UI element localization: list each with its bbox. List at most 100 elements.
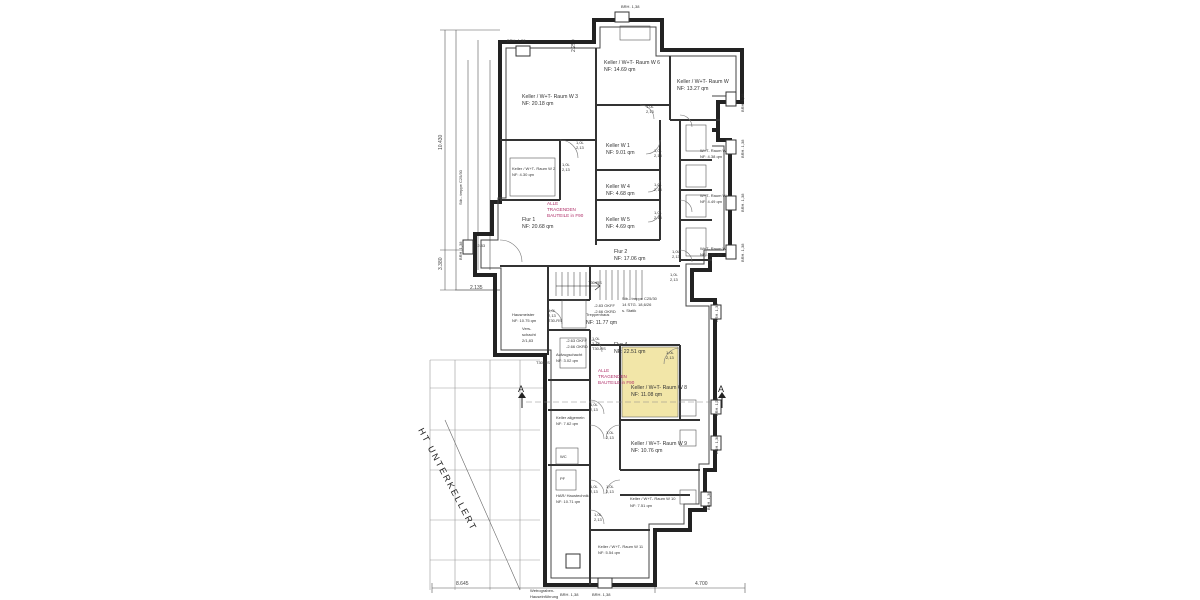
dim-3380: 3.380: [438, 257, 444, 270]
note-alle-2-line1: ALLE: [598, 368, 609, 373]
small-room-1-area: NF: 4.38 qm: [700, 154, 723, 159]
svg-text:2,13: 2,13: [562, 167, 571, 172]
room-kw1-area: NF: 9.01 qm: [606, 150, 635, 156]
room-w9-name: Keller / W+T- Raum W 9: [631, 441, 687, 447]
svg-text:T30-RS: T30-RS: [588, 280, 602, 285]
elev-tag-3: -2.63 OKFF: [566, 338, 587, 343]
left-dimension-lines: [440, 29, 500, 291]
room-w6-area: NF: 14.69 qm: [604, 67, 635, 73]
room-kw4-area: NF: 4.68 qm: [606, 191, 635, 197]
svg-text:2,13: 2,13: [606, 435, 615, 440]
room-aufzug-area: NF: 3.02 qm: [556, 358, 579, 363]
room-w11-area: NF: 5.54 qm: [598, 550, 621, 555]
staircase: [555, 270, 643, 300]
verschacht-line3: 2/1,83: [522, 338, 534, 343]
room-w3-name: Keller / W+T- Raum W 3: [522, 94, 578, 100]
room-flur2-name: Flur 2: [614, 249, 627, 255]
small-room-3-area: NF: 4.30 qm: [700, 252, 723, 257]
room-w11-name: Keller / W+T- Raum W 11: [598, 544, 644, 549]
dim-2250: 2.250: [571, 39, 577, 52]
svg-text:1,0L: 1,0L: [606, 430, 615, 435]
svg-text:1,0L: 1,0L: [670, 272, 679, 277]
room-treppenhaus-name: Treppenhaus: [586, 312, 609, 317]
room-keller-allg-name: Keller allgemein: [556, 415, 584, 420]
svg-text:2,13: 2,13: [670, 277, 679, 282]
room-haustechnik-area: NF: 10.71 qm: [556, 499, 581, 504]
svg-text:BRH. 1,38: BRH. 1,38: [458, 241, 463, 260]
svg-text:1,0L: 1,0L: [666, 350, 675, 355]
stair-note-line2: 14 STG. 18,6/26: [622, 302, 652, 307]
section-marker-left: [518, 392, 526, 408]
small-room-3-name: W+T- Raum W: [700, 246, 727, 251]
dim-10430: 10.430: [438, 134, 444, 150]
svg-text:2,13: 2,13: [646, 109, 655, 114]
svg-text:2,13: 2,13: [654, 187, 663, 192]
svg-text:BRH. 1,38: BRH. 1,38: [740, 139, 745, 158]
svg-text:1,0L: 1,0L: [654, 182, 663, 187]
svg-text:BRH. 1,38: BRH. 1,38: [560, 592, 579, 597]
svg-text:BRH. 1,38: BRH. 1,38: [740, 93, 745, 112]
verschacht-line2: schacht: [522, 332, 537, 337]
section-label-left: A: [518, 384, 524, 394]
stair-side-note: Stb.- treppe C25/30: [458, 169, 463, 205]
room-aufzug-name: Aufzugschacht: [556, 352, 583, 357]
svg-text:BRH. 1,38: BRH. 1,38: [706, 491, 711, 510]
svg-text:BRH. 1,38: BRH. 1,38: [714, 397, 719, 416]
pf-label: PF: [560, 476, 566, 481]
room-treppenhaus-area: NF: 11.77 qm: [586, 320, 617, 326]
svg-text:1,0L: 1,0L: [594, 512, 603, 517]
room-w8-area: NF: 11.08 qm: [631, 392, 662, 398]
inner-wall-lines: [480, 26, 737, 579]
svg-text:2,13: 2,13: [590, 407, 599, 412]
highlighted-room-w8: [621, 346, 679, 418]
door-swings: [499, 104, 693, 525]
entrance-label-line2: Hauseinführung: [530, 594, 558, 599]
room-w2-name: Keller / W+T- Raum W 2: [512, 166, 556, 171]
svg-text:BRH. 1,38: BRH. 1,38: [714, 435, 719, 454]
svg-text:1,0L: 1,0L: [548, 308, 557, 313]
svg-text:BRH. 1,38: BRH. 1,38: [740, 243, 745, 262]
svg-text:2,13: 2,13: [672, 254, 681, 259]
svg-text:2,13: 2,13: [654, 215, 663, 220]
svg-text:2,13: 2,13: [590, 489, 599, 494]
window-markers: [462, 11, 737, 589]
svg-text:T30-RS: T30-RS: [536, 360, 550, 365]
svg-text:1,0L: 1,0L: [576, 140, 585, 145]
dim-2135: 2.135: [470, 285, 483, 291]
unterkellert-label: HT UNTERKELLERT: [416, 426, 479, 532]
svg-text:BRH. 1,38: BRH. 1,38: [621, 4, 640, 9]
brh-tags: BRH. 1,38 BRH. 1,38 BRH. 1,38 BRH. 1,38 …: [458, 4, 745, 597]
svg-text:BRH. 1,38: BRH. 1,38: [714, 303, 719, 322]
room-w10-name: Keller / W+T- Raum W 10: [630, 496, 676, 501]
room-haustechnik-name: HAR/ Haustechnik: [556, 493, 589, 498]
room-w2-area: NF: 4.30 qm: [512, 172, 535, 177]
room-kw1-name: Keller W 1: [606, 143, 630, 149]
svg-text:2,13: 2,13: [548, 313, 557, 318]
elev-tag-1: -2.83 OKFF: [594, 303, 615, 308]
svg-text:BRH. 1,38: BRH. 1,38: [740, 193, 745, 212]
section-label-right: A: [718, 384, 724, 394]
svg-text:T30-RS: T30-RS: [548, 318, 562, 323]
small-room-1-name: W+T- Raum W: [700, 148, 727, 153]
room-keller-allg-area: NF: 7.62 qm: [556, 421, 579, 426]
svg-text:2,13: 2,13: [592, 341, 601, 346]
room-kw5-area: NF: 4.69 qm: [606, 224, 635, 230]
dim-8645: 8.645: [456, 581, 469, 587]
note-alle-1-line2: TRAGENDEN: [547, 207, 576, 212]
room-w7-name: Keller / W+T- Raum W: [677, 79, 729, 85]
door-tags: 1,0L 2,13 1,0L 2,13 1,0L 2,13 1,0L 2,13 …: [548, 104, 681, 522]
room-flur1-area: NF: 20.68 qm: [522, 224, 553, 230]
svg-text:T30-RS: T30-RS: [592, 346, 606, 351]
entrance-label-line1: Wetrograben-: [530, 588, 555, 593]
unterkellert-hatch-area: [429, 359, 545, 591]
wc-label: WC: [560, 454, 567, 459]
svg-text:BRH. 1,38: BRH. 1,38: [592, 592, 611, 597]
small-room-2-area: NF: 4.49 qm: [700, 199, 723, 204]
elev-tag-5: -2.83: [476, 243, 486, 248]
elev-tag-2: -2.66 OKRD: [594, 309, 616, 314]
room-hausmeister-area: NF: 10.75 qm: [512, 318, 537, 323]
room-w10-area: NF: 7.51 qm: [630, 503, 653, 508]
svg-text:BRH. 1,38: BRH. 1,38: [507, 38, 526, 43]
room-w3-area: NF: 20.18 qm: [522, 101, 553, 107]
